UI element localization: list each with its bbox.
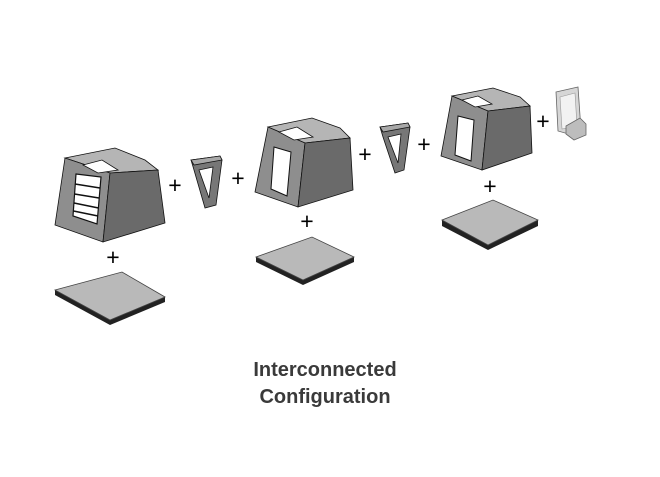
caption-line-1: Interconnected [253,359,397,381]
plus-sign-connector1-module2: + [231,165,245,191]
plus-sign-module3-pad: + [483,173,497,199]
module-2-hatch [277,126,315,141]
connector-tunnel-1 [190,155,223,209]
module-3-doorway [454,115,475,162]
base-pad-3 [441,199,539,250]
window-panel [555,86,587,141]
caption-line-2: Configuration [259,386,391,408]
diagram-caption: Interconnected Configuration [170,357,480,411]
base-pad-1 [53,271,166,325]
plus-sign-module2-pad: + [300,208,314,234]
base-pad-2 [254,236,355,285]
plus-sign-module1-connector1: + [168,172,182,198]
module-unit-3 [440,87,533,171]
plus-sign-module2-connector2: + [358,141,372,167]
module-1-ladder-door [72,173,102,225]
module-3-hatch [460,95,494,108]
module-2-doorway [270,146,292,197]
connector-tunnel-2 [379,122,411,174]
plus-sign-module1-pad: + [106,244,120,270]
module-unit-2 [254,117,354,208]
module-1-side [102,169,166,243]
module-1-hatch [81,159,120,174]
module-unit-1 [54,147,166,243]
module-2-side [297,137,354,208]
module-3-side [481,105,533,171]
plus-sign-connector2-module3: + [417,131,431,157]
plus-sign-module3-window: + [536,108,550,134]
